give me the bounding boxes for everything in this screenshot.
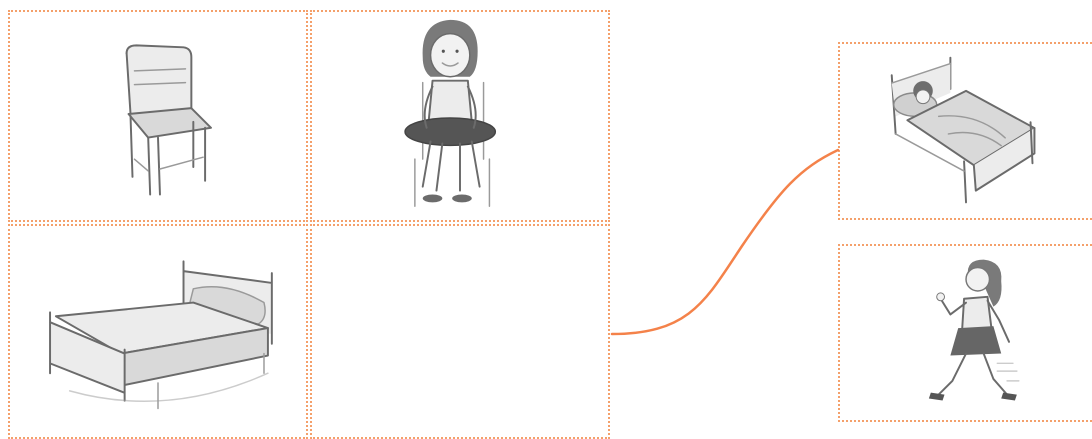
girl-sitting-on-chair-icon xyxy=(312,12,608,220)
chair-icon xyxy=(10,12,306,220)
grid-cell-girl-sitting xyxy=(310,10,610,222)
grid-cell-empty[interactable] xyxy=(310,224,610,439)
bed-icon xyxy=(10,226,306,437)
girl-walking-icon xyxy=(840,246,1092,420)
option-girl-walking[interactable] xyxy=(838,244,1092,422)
grid-cell-bed xyxy=(8,224,308,439)
grid-cell-chair xyxy=(8,10,308,222)
option-girl-sleeping-in-bed[interactable] xyxy=(838,42,1092,220)
girl-sleeping-in-bed-icon xyxy=(840,44,1092,218)
